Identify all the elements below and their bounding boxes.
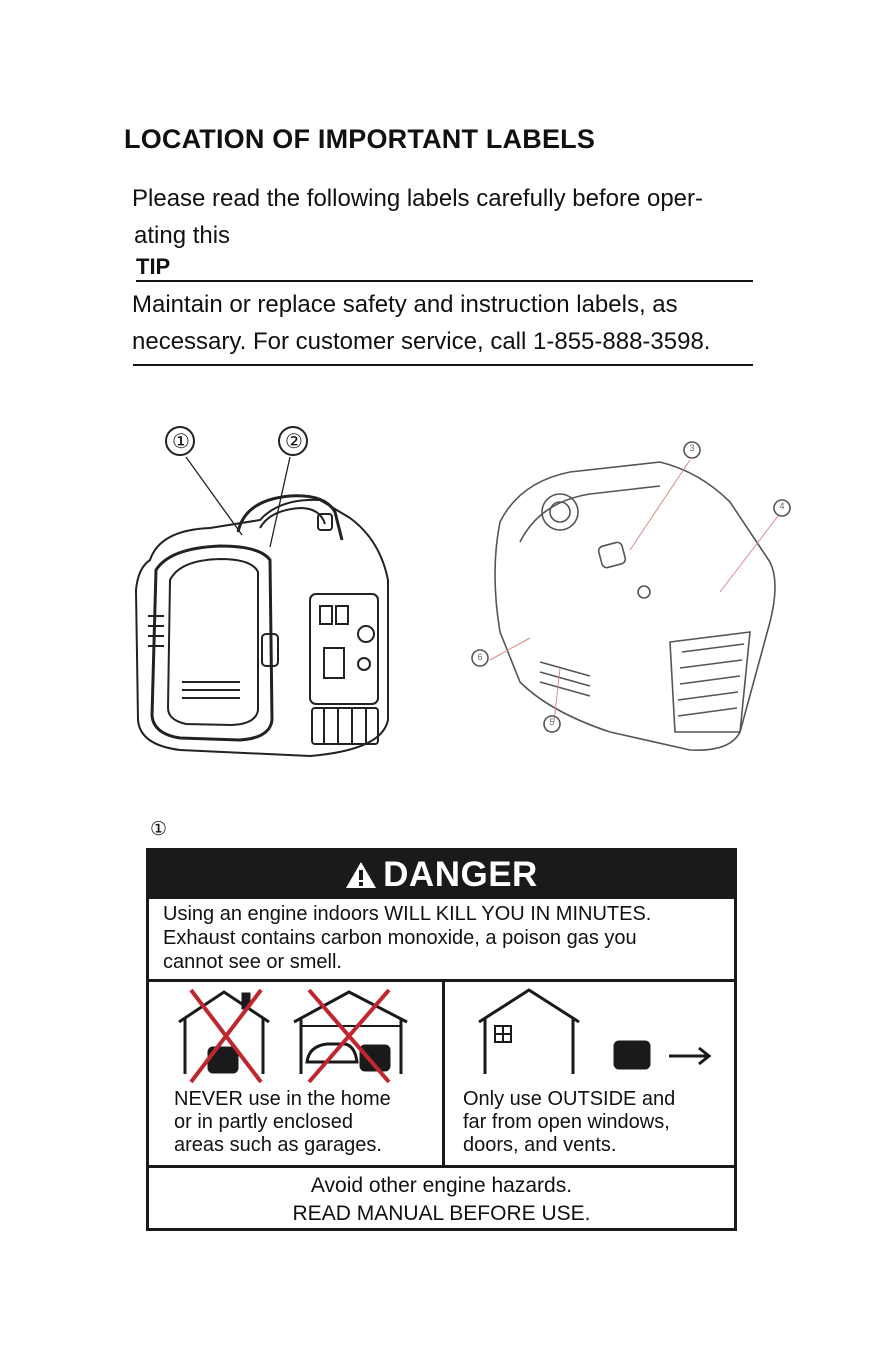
generator-front-illustration xyxy=(134,426,389,758)
callout-2: ② xyxy=(285,431,303,453)
generator-rear-illustration xyxy=(471,441,791,751)
warning-triangle-icon xyxy=(346,862,377,888)
callout-6: 6 xyxy=(477,652,483,662)
danger-footer-line-2: READ MANUAL BEFORE USE. xyxy=(292,1202,591,1225)
callout-1: ① xyxy=(172,431,190,453)
callout-1-circle xyxy=(165,426,195,456)
label-1-marker: ① xyxy=(150,819,168,840)
danger-line-2: Exhaust contains carbon monoxide, a pois… xyxy=(163,927,637,949)
danger-pictograms: NEVER use in the home or in partly enclo… xyxy=(149,982,734,1168)
danger-header: DANGER xyxy=(149,851,734,899)
tip-line-2: necessary. For customer service, call 1-… xyxy=(132,328,711,355)
callout-5: 5 xyxy=(549,717,555,727)
danger-footer-line-1: Avoid other engine hazards. xyxy=(310,1174,573,1197)
danger-line-3: cannot see or smell. xyxy=(163,951,342,973)
prohibited-panel: NEVER use in the home or in partly enclo… xyxy=(149,982,445,1165)
never-caption: NEVER use in the home or in partly enclo… xyxy=(174,1088,391,1156)
intro-line-1: Please read the following labels careful… xyxy=(132,185,703,212)
danger-line-1: Using an engine indoors WILL KILL YOU IN… xyxy=(163,903,652,925)
danger-title: DANGER xyxy=(383,855,538,894)
intro-line-2: ating this xyxy=(134,222,231,249)
callout-4: 4 xyxy=(779,501,785,511)
outdoor-use-icon xyxy=(478,988,712,1074)
page-title: LOCATION OF IMPORTANT LABELS xyxy=(124,124,596,154)
tip-text: Maintain or replace safety and instructi… xyxy=(132,286,710,360)
only-caption: Only use OUTSIDE and far from open windo… xyxy=(463,1088,676,1156)
intro-paragraph: Please read the following labels careful… xyxy=(132,180,703,254)
danger-label: DANGER Using an engine indoors WILL KILL… xyxy=(146,848,737,1231)
callout-3: 3 xyxy=(689,443,695,453)
danger-message: Using an engine indoors WILL KILL YOU IN… xyxy=(149,899,734,982)
tip-line-1: Maintain or replace safety and instructi… xyxy=(132,291,678,318)
callout-2-circle xyxy=(278,426,308,456)
prohibited-indoor-icon xyxy=(178,988,408,1084)
allowed-panel: Only use OUTSIDE and far from open windo… xyxy=(445,982,734,1165)
tip-heading: TIP xyxy=(136,254,753,282)
tip-divider xyxy=(133,364,753,366)
danger-footer: Avoid other engine hazards. READ MANUAL … xyxy=(149,1168,734,1228)
